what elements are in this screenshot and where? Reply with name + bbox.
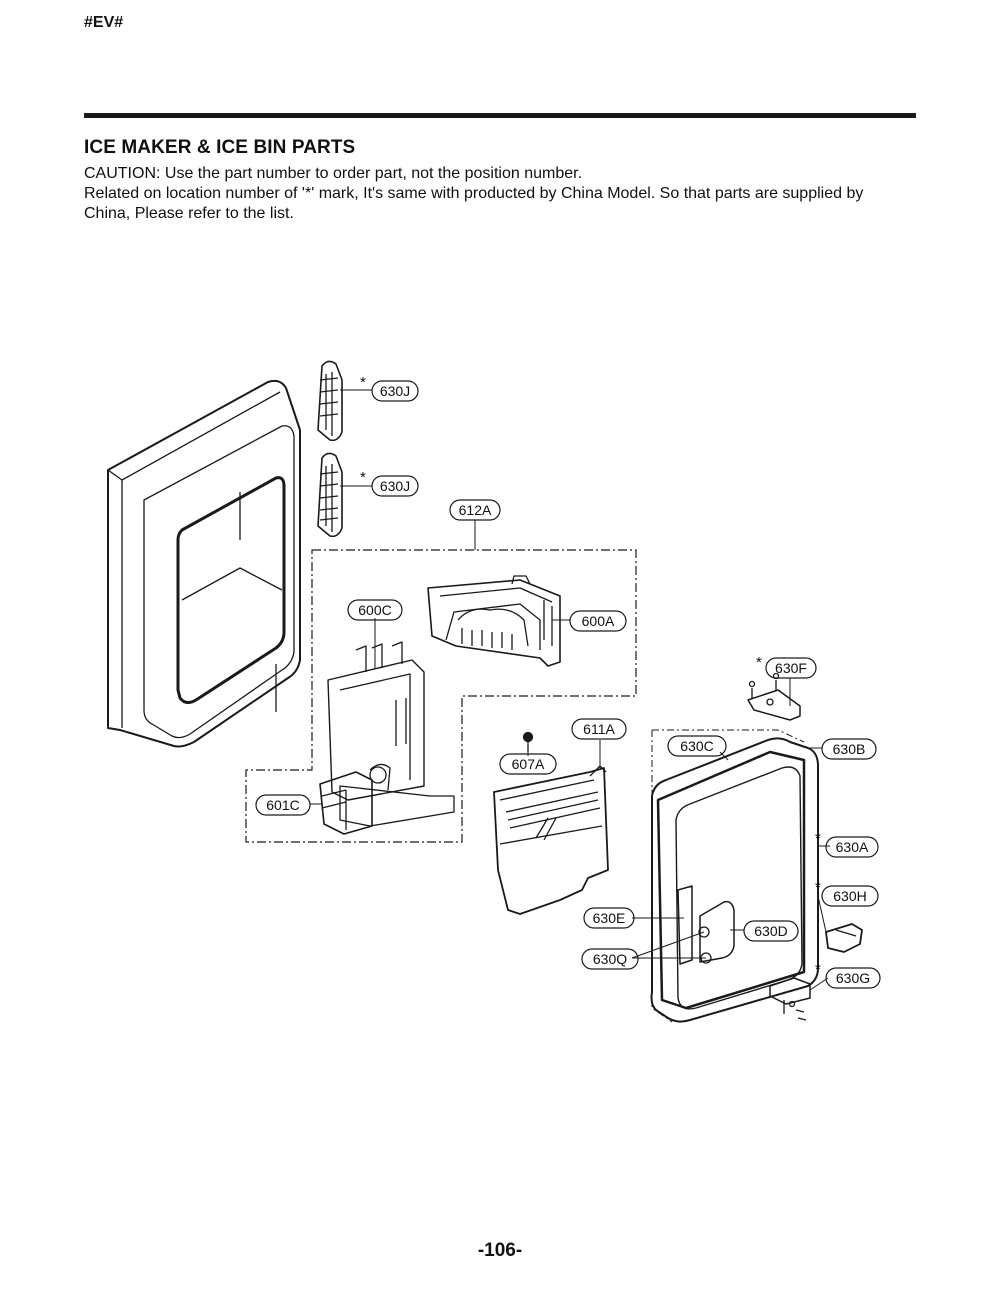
label-630j-mid: 630J — [380, 478, 410, 494]
label-630g: 630G — [836, 970, 870, 986]
label-630b: 630B — [833, 741, 866, 757]
svg-text:*: * — [815, 879, 821, 896]
label-601c: 601C — [266, 797, 299, 813]
label-612a: 612A — [459, 502, 492, 518]
assembly-612a-outline — [245, 549, 637, 843]
part-630g-hinge — [769, 977, 811, 1021]
part-630j-mid — [317, 452, 343, 538]
label-630h: 630H — [833, 888, 866, 904]
asterisk-marks: * * * * * * — [360, 374, 821, 978]
section-title: ICE MAKER & ICE BIN PARTS — [84, 137, 356, 158]
label-600c: 600C — [358, 602, 391, 618]
label-630f: 630F — [775, 660, 807, 676]
label-630c: 630C — [680, 738, 713, 754]
svg-text:*: * — [360, 374, 366, 391]
header-rule — [84, 113, 916, 118]
document-code: #EV# — [84, 14, 124, 31]
china-model-note: Related on location number of '*' mark, … — [84, 185, 864, 222]
caution-text: CAUTION: Use the part number to order pa… — [84, 165, 583, 182]
part-630h-stopper — [825, 923, 863, 953]
page-number: -106- — [477, 1240, 523, 1261]
part-600c-bracket — [327, 641, 455, 827]
label-630e: 630E — [593, 910, 626, 926]
part-630f-bracket — [747, 672, 801, 721]
leader-lines — [310, 389, 830, 991]
part-601c-motor — [319, 771, 373, 835]
callout-ovals — [255, 380, 881, 989]
svg-text:*: * — [756, 654, 762, 671]
callout-labels: 630J 630J 612A 600C 600A 630F 611A 630C … — [266, 383, 870, 986]
label-607a: 607A — [512, 756, 545, 772]
svg-text:*: * — [815, 961, 821, 978]
part-607a-screw — [522, 731, 534, 752]
label-600a: 600A — [582, 613, 615, 629]
label-611a: 611A — [583, 721, 615, 737]
svg-text:*: * — [815, 830, 821, 847]
part-630d-handle — [677, 885, 735, 965]
svg-text:*: * — [360, 469, 366, 486]
part-630j-top — [317, 360, 343, 442]
label-630q: 630Q — [593, 951, 627, 967]
part-611a-bin-cover — [493, 765, 609, 915]
part-600a-ice-maker — [427, 575, 561, 667]
part-630c-door-frame — [650, 729, 819, 1023]
label-630d: 630D — [754, 923, 787, 939]
label-630a: 630A — [836, 839, 869, 855]
label-630j-top: 630J — [380, 383, 410, 399]
door-liner — [107, 379, 301, 748]
